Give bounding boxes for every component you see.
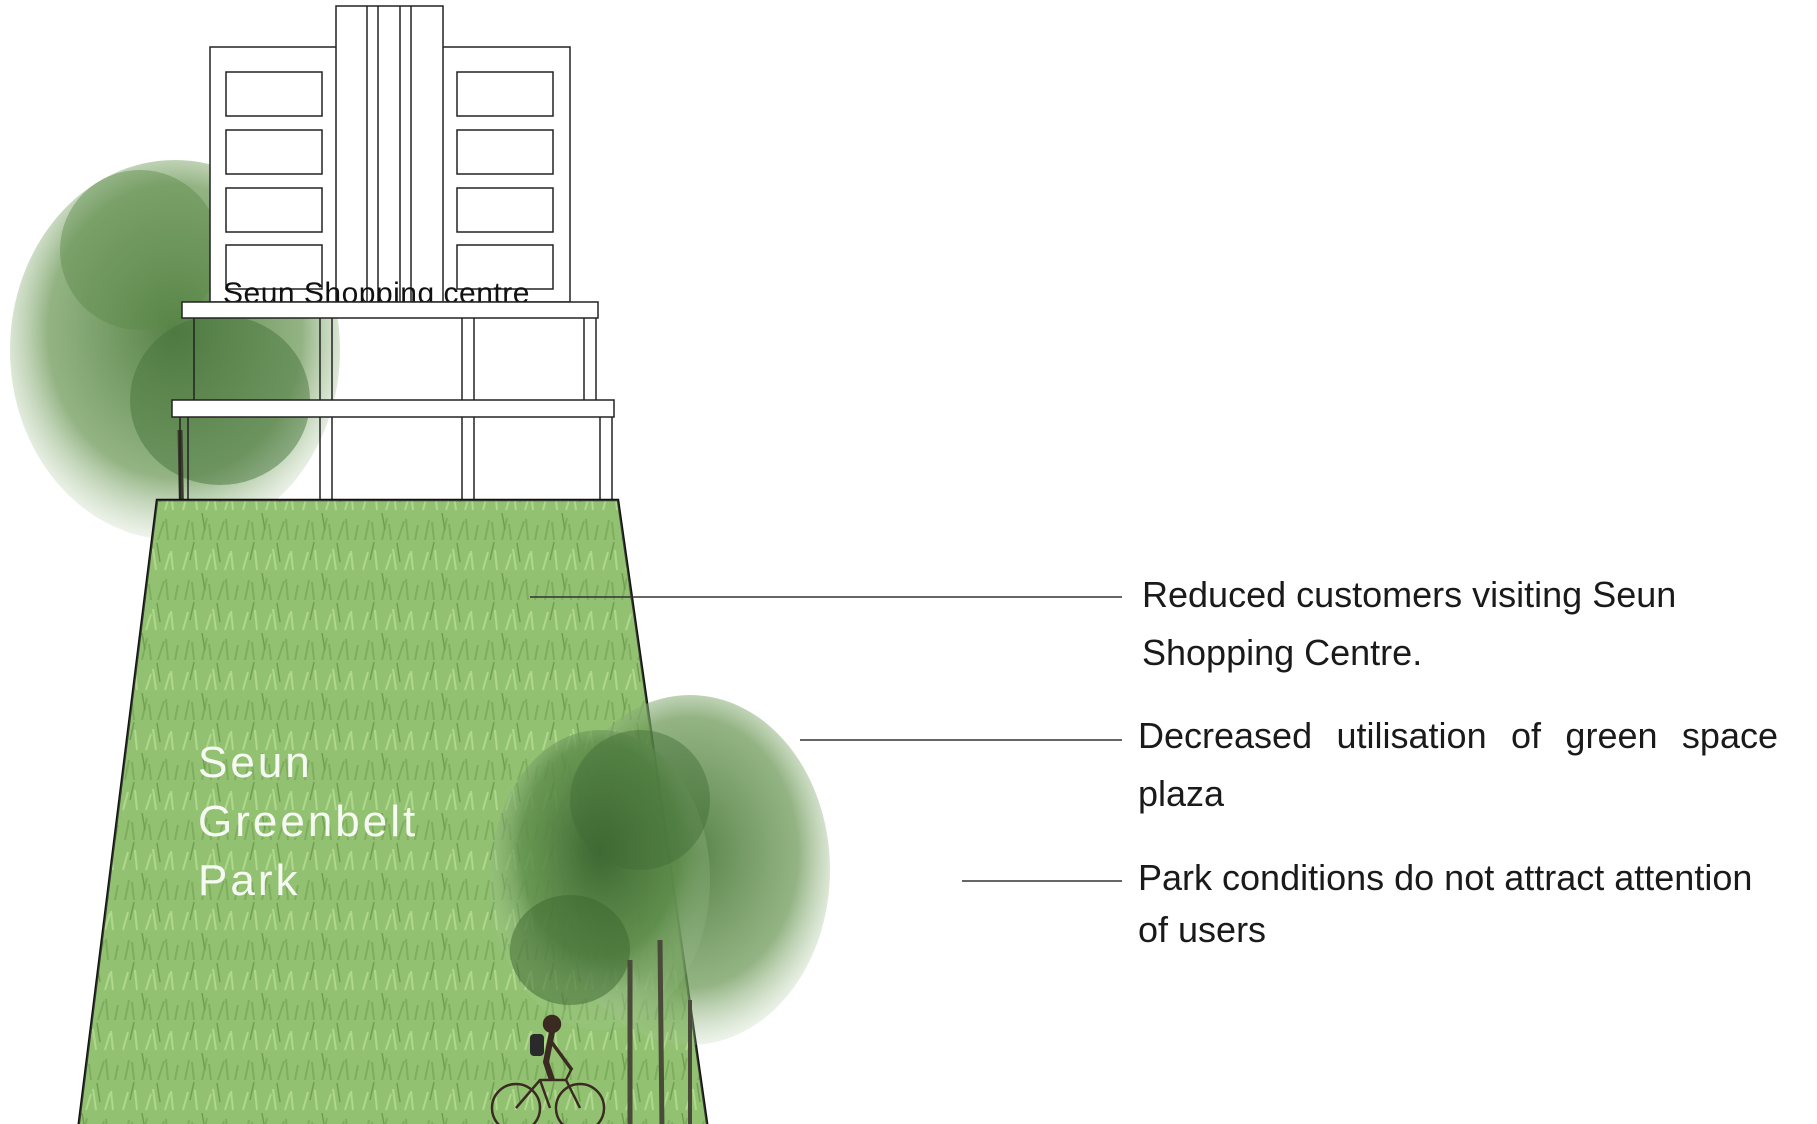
park-label-line-3: Park [198,856,300,905]
park-label: Seun Greenbelt Park [198,738,418,905]
cyclist-figure [490,1014,606,1124]
callout-2-text: Decreased utilisation of green space pla… [1138,715,1778,814]
callout-1-text: Reduced customers visiting Seun Shopping… [1142,574,1677,673]
callout-3-text: Park conditions do not attract attention… [1138,857,1753,950]
park-label-line-1: Seun [198,738,313,787]
building-podium [171,301,615,535]
right-trees [490,695,830,1124]
park-label-line-2: Greenbelt [198,797,418,846]
seun-shopping-centre-building [209,5,571,303]
